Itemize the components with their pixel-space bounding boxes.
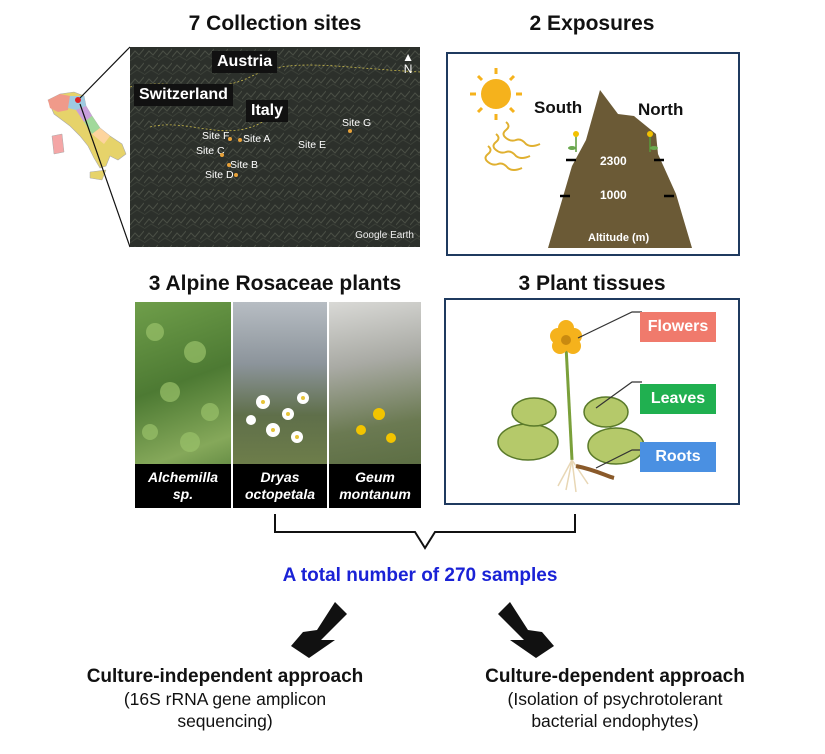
- google-earth-credit: Google Earth: [355, 230, 414, 241]
- site-b: Site B: [230, 159, 259, 171]
- altitude-1000: 1000: [600, 188, 627, 202]
- sun-icon: [470, 68, 522, 120]
- flower-icon: [550, 320, 582, 354]
- culture-dependent-block: Culture-dependent approach (Isolation of…: [445, 666, 785, 732]
- site-e: Site E: [298, 139, 327, 151]
- inset-connector-lines: [79, 46, 131, 248]
- photo-geum: Geum montanum: [329, 302, 421, 508]
- caption-geum-line1: Geum: [355, 469, 395, 485]
- site-a-marker: [238, 138, 242, 142]
- altitude-2300: 2300: [600, 154, 627, 168]
- label-italy: Italy: [246, 100, 289, 122]
- site-f: Site F: [202, 130, 230, 142]
- exposures-panel: South North 2300 1000 Altitude (m): [446, 52, 740, 256]
- culture-dependent-line1: (Isolation of psychrotolerant: [507, 689, 723, 709]
- tissues-title: 3 Plant tissues: [518, 272, 666, 295]
- site-g-marker: [348, 129, 352, 133]
- culture-independent-title: Culture-independent approach: [86, 666, 364, 687]
- mountain-illustration: [470, 68, 692, 248]
- label-austria: Austria: [212, 51, 278, 73]
- arrow-down-left-icon: [291, 602, 347, 658]
- caption-geum-line2: montanum: [339, 486, 411, 502]
- altitude-axis-label: Altitude (m): [588, 232, 650, 244]
- dryas-flowers: [246, 392, 309, 443]
- tissues-panel: Flowers Leaves Roots: [444, 298, 740, 505]
- culture-dependent-title: Culture-dependent approach: [485, 666, 745, 687]
- terrain-texture: [130, 47, 420, 247]
- site-d-marker: [234, 173, 238, 177]
- plant-icons: [568, 131, 658, 152]
- caption-dryas-line2: octopetala: [244, 486, 315, 502]
- grouping-brace: [274, 514, 576, 550]
- caption-alchemilla-line1: Alchemilla: [147, 469, 219, 485]
- caption-dryas-line1: Dryas: [260, 469, 300, 485]
- site-g: Site G: [342, 117, 372, 129]
- culture-dependent-line2: bacterial endophytes): [531, 711, 699, 731]
- alchemilla-leaves: [142, 323, 219, 452]
- flowers-tag: Flowers: [640, 312, 716, 342]
- north-label: North: [638, 100, 684, 119]
- site-f-marker: [228, 137, 232, 141]
- collection-sites-map: Austria Switzerland Italy ▲N Site A Site…: [130, 47, 420, 247]
- geum-flowers: [356, 408, 396, 443]
- photo-dryas: Dryas octopetala: [233, 302, 327, 508]
- heat-waves: [484, 121, 541, 171]
- roots-tag: Roots: [640, 442, 716, 472]
- site-b-marker: [227, 163, 231, 167]
- site-d: Site D: [205, 169, 234, 181]
- exposures-title: 2 Exposures: [529, 12, 655, 35]
- site-a: Site A: [243, 133, 271, 145]
- culture-independent-block: Culture-independent approach (16S rRNA g…: [40, 666, 410, 732]
- caption-alchemilla-line2: sp.: [172, 486, 194, 502]
- leaves-tag: Leaves: [640, 384, 716, 414]
- arrow-down-right-icon: [498, 602, 554, 658]
- caption-dryas: Dryas octopetala: [233, 464, 327, 508]
- photo-alchemilla: Alchemilla sp.: [135, 302, 231, 508]
- caption-alchemilla: Alchemilla sp.: [135, 464, 231, 508]
- total-samples-text: A total number of 270 samples: [282, 565, 558, 586]
- culture-independent-line2: sequencing): [177, 711, 273, 731]
- compass-label: N: [403, 62, 413, 76]
- south-label: South: [534, 98, 583, 117]
- label-switzerland: Switzerland: [134, 84, 233, 106]
- plants-title: 3 Alpine Rosaceae plants: [148, 272, 402, 295]
- culture-independent-line1: (16S rRNA gene amplicon: [123, 689, 327, 709]
- site-c-marker: [220, 153, 224, 157]
- site-c: Site C: [196, 145, 225, 157]
- sites-title: 7 Collection sites: [188, 12, 362, 35]
- caption-geum: Geum montanum: [329, 464, 421, 508]
- compass-icon: ▲N: [402, 50, 414, 76]
